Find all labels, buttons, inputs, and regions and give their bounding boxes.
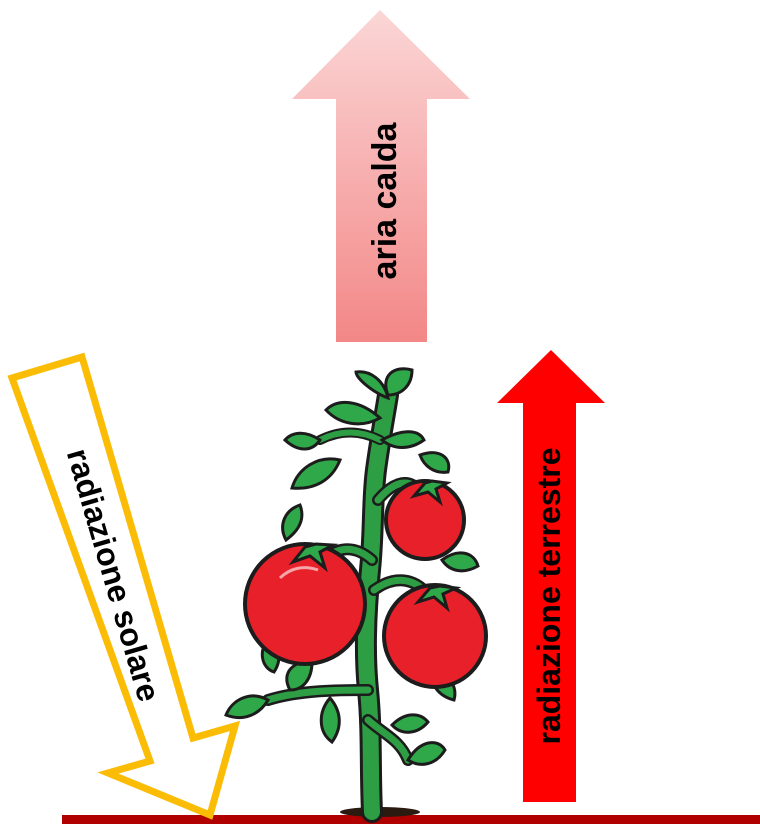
terrestrial-radiation-label: radiazione terrestre — [531, 447, 567, 744]
tomato-plant-icon — [224, 367, 488, 823]
solar-radiation-arrow: radiazione solare — [7, 352, 241, 820]
warm-air-label: aria calda — [366, 121, 404, 279]
tomato-left — [243, 542, 367, 666]
warm-air-arrow: aria calda — [292, 10, 470, 342]
terrestrial-radiation-arrow: radiazione terrestre — [497, 350, 605, 802]
tomato-top-right — [384, 479, 466, 561]
ground-line — [62, 815, 760, 824]
tomato-bottom-right — [382, 583, 488, 689]
tomatoes — [243, 479, 488, 689]
